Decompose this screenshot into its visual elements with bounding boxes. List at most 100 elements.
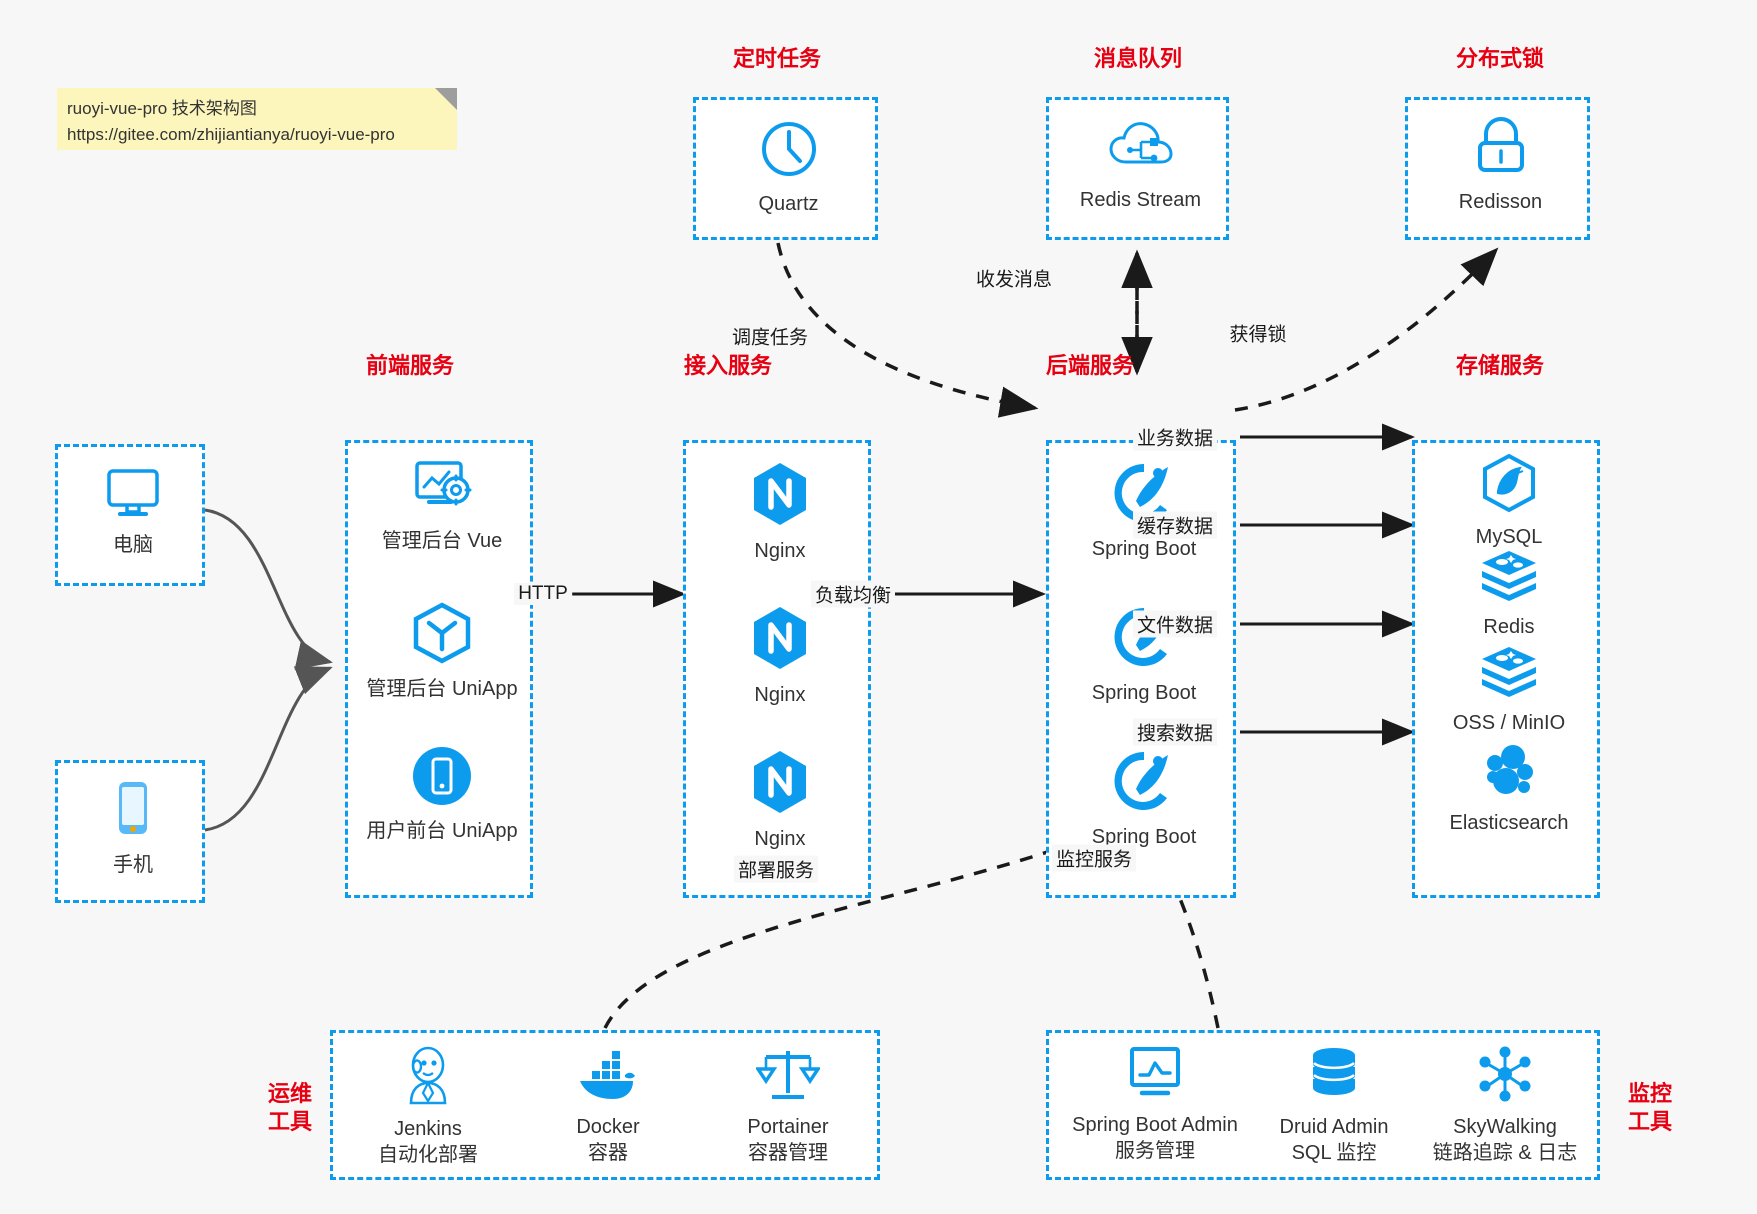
node-portainer-label: Portainer: [747, 1116, 829, 1138]
spring-leaf-icon: [1049, 461, 1239, 530]
group-lock: Redisson: [1405, 97, 1590, 240]
jenkins-butler-icon: [343, 1045, 513, 1110]
node-nginx-1-label: Nginx: [754, 540, 806, 562]
edge-label-search: 搜索数据: [1132, 718, 1218, 746]
caption-lock: 分布式锁: [1455, 46, 1544, 71]
node-user-uniapp[interactable]: 用户前台 UniApp: [348, 745, 536, 844]
clock-icon: [696, 118, 881, 185]
padlock-icon: [1408, 116, 1593, 183]
caption-monitor-line2: 工具: [1627, 1108, 1672, 1134]
node-spring-boot-3[interactable]: Spring Boot: [1049, 749, 1239, 850]
caption-monitor: 监控 工具: [1615, 1080, 1685, 1135]
node-client-pc[interactable]: 电脑: [58, 465, 208, 558]
group-storage: MySQL Redis: [1412, 440, 1600, 898]
caption-storage: 存储服务: [1455, 353, 1544, 378]
node-nginx-3[interactable]: Nginx: [686, 749, 874, 852]
node-client-mobile-label: 手机: [113, 854, 153, 876]
node-redisson[interactable]: Redisson: [1408, 116, 1593, 215]
node-docker-label: Docker: [576, 1116, 640, 1138]
smartphone-icon: [58, 779, 208, 846]
edge-label-http: HTTP: [514, 583, 572, 605]
group-frontend: 管理后台 Vue 管理后台 UniApp 用户前台 UniApp: [345, 440, 533, 898]
node-docker[interactable]: Docker 容器: [523, 1045, 693, 1166]
node-nginx-1[interactable]: Nginx: [686, 461, 874, 564]
caption-devops: 运维 工具: [255, 1080, 325, 1135]
node-portainer[interactable]: Portainer 容器管理: [703, 1045, 873, 1166]
monitor-gear-icon: [348, 457, 536, 522]
node-druid-admin-label: Druid Admin: [1279, 1116, 1389, 1138]
circle-phone-icon: [348, 745, 536, 812]
docker-whale-icon: [523, 1045, 693, 1108]
node-quartz-label: Quartz: [758, 193, 819, 215]
node-spring-boot-1-label: Spring Boot: [1091, 538, 1197, 560]
edge-label-mq: 收发消息: [971, 264, 1057, 292]
node-jenkins-label: Jenkins: [394, 1118, 462, 1140]
node-jenkins[interactable]: Jenkins 自动化部署: [343, 1045, 513, 1168]
nginx-icon: [686, 461, 874, 532]
node-nginx-2[interactable]: Nginx: [686, 605, 874, 708]
node-redis[interactable]: Redis: [1415, 549, 1603, 640]
note-line-1: ruoyi-vue-pro 技术架构图: [67, 99, 257, 118]
node-client-mobile[interactable]: 手机: [58, 779, 208, 878]
node-druid-admin[interactable]: Druid Admin SQL 监控: [1249, 1045, 1419, 1166]
node-mysql-label: MySQL: [1475, 526, 1543, 548]
group-client-pc: 电脑: [55, 444, 205, 586]
node-redis-stream[interactable]: Redis Stream: [1049, 118, 1232, 213]
node-spring-boot-3-label: Spring Boot: [1091, 826, 1197, 848]
note-sticky: ruoyi-vue-pro 技术架构图 https://gitee.com/zh…: [57, 88, 457, 150]
node-spring-boot-2-label: Spring Boot: [1091, 682, 1197, 704]
caption-backend: 后端服务: [1045, 353, 1134, 378]
edge-label-business: 业务数据: [1132, 423, 1218, 451]
node-quartz[interactable]: Quartz: [696, 118, 881, 217]
node-client-pc-label: 电脑: [113, 534, 153, 556]
node-oss-minio-label: OSS / MinIO: [1452, 712, 1566, 734]
note-fold-corner: [435, 88, 457, 110]
node-skywalking-sublabel: 链路追踪 & 日志: [1432, 1142, 1578, 1164]
node-spring-boot-1[interactable]: Spring Boot: [1049, 461, 1239, 562]
group-gateway: Nginx Nginx Nginx: [683, 440, 871, 898]
edge-label-lock: 获得锁: [1225, 319, 1291, 347]
group-monitor: Spring Boot Admin 服务管理: [1046, 1030, 1600, 1180]
edge-label-lb: 负载均衡: [810, 580, 896, 608]
node-admin-uniapp[interactable]: 管理后台 UniApp: [348, 601, 536, 702]
node-admin-vue[interactable]: 管理后台 Vue: [348, 457, 536, 554]
caption-devops-line1: 运维: [267, 1081, 312, 1106]
caption-frontend: 前端服务: [365, 353, 454, 378]
node-portainer-sublabel: 容器管理: [748, 1142, 828, 1164]
node-skywalking[interactable]: SkyWalking 链路追踪 & 日志: [1415, 1045, 1595, 1166]
elasticsearch-cluster-icon: [1415, 741, 1603, 804]
node-spring-boot-admin[interactable]: Spring Boot Admin 服务管理: [1057, 1045, 1253, 1164]
mysql-dolphin-icon: [1415, 453, 1603, 518]
edge-label-file: 文件数据: [1132, 610, 1218, 638]
node-oss-minio[interactable]: OSS / MinIO: [1415, 645, 1603, 736]
redis-stack-icon: [1415, 549, 1603, 608]
spring-leaf-icon: [1049, 749, 1239, 818]
node-jenkins-sublabel: 自动化部署: [378, 1144, 478, 1166]
node-mysql[interactable]: MySQL: [1415, 453, 1603, 550]
node-spring-boot-admin-sublabel: 服务管理: [1115, 1140, 1195, 1162]
node-skywalking-label: SkyWalking: [1453, 1116, 1557, 1138]
group-backend: Spring Boot Spring Boot Spring Boot: [1046, 440, 1236, 898]
nginx-icon: [686, 749, 874, 820]
node-nginx-2-label: Nginx: [754, 684, 806, 706]
node-docker-sublabel: 容器: [588, 1142, 628, 1164]
node-redis-label: Redis: [1483, 616, 1535, 638]
node-elasticsearch-label: Elasticsearch: [1449, 812, 1569, 834]
node-admin-vue-label: 管理后台 Vue: [381, 530, 503, 552]
caption-monitor-line1: 监控: [1627, 1081, 1672, 1106]
portainer-scales-icon: [703, 1045, 873, 1108]
node-admin-uniapp-label: 管理后台 UniApp: [366, 678, 518, 700]
edge-label-schedule: 调度任务: [727, 322, 813, 350]
edge-label-deploy: 部署服务: [733, 855, 819, 883]
node-nginx-3-label: Nginx: [754, 828, 806, 850]
node-graph-icon: [1415, 1045, 1595, 1108]
node-spring-boot-admin-label: Spring Boot Admin: [1072, 1114, 1238, 1136]
node-user-uniapp-label: 用户前台 UniApp: [366, 820, 518, 842]
group-mq: Redis Stream: [1046, 97, 1229, 240]
caption-scheduler: 定时任务: [732, 46, 821, 71]
node-elasticsearch[interactable]: Elasticsearch: [1415, 741, 1603, 836]
edge-label-cache: 缓存数据: [1132, 511, 1218, 539]
nginx-icon: [686, 605, 874, 676]
caption-devops-line2: 工具: [267, 1108, 312, 1134]
node-redis-stream-label: Redis Stream: [1079, 189, 1202, 211]
